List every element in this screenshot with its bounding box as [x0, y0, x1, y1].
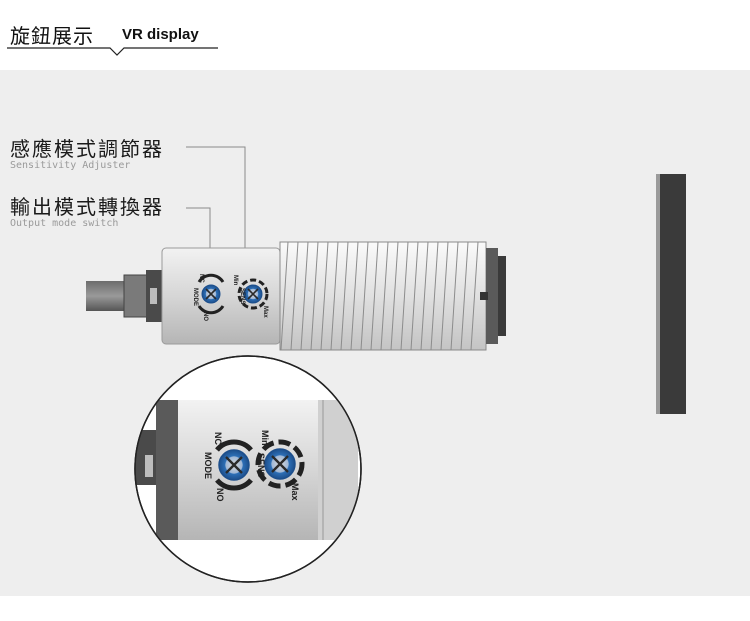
- output-leader-line: [186, 207, 211, 265]
- zoom-mode-label: MODE: [203, 452, 213, 479]
- page-header: 旋鈕展示 VR display: [0, 0, 750, 70]
- sensitivity-callout: 感應模式調節器 Sensitivity Adjuster: [10, 138, 164, 172]
- mode-dial-icon: [197, 273, 225, 315]
- title-underline: [7, 47, 218, 56]
- sensor-front-collar: [486, 248, 498, 344]
- section-title-english: VR display: [122, 26, 199, 43]
- sens-dial-icon: [237, 278, 269, 310]
- threaded-barrel: [279, 241, 487, 351]
- zoom-sens-label: SENS: [256, 453, 266, 478]
- product-stage: 感應模式調節器 Sensitivity Adjuster 輸出模式轉換器 Out…: [0, 70, 750, 596]
- small-no-label: NO: [202, 312, 208, 321]
- sensor-front-cap: [498, 256, 506, 336]
- zoom-min-label: Min: [260, 430, 270, 446]
- zoom-no-label: NO: [215, 488, 225, 502]
- output-label-zh: 輸出模式轉換器: [10, 195, 164, 219]
- sensor-rear-body: [161, 247, 281, 345]
- sensor-illustration: NC MODE NO Min SENS Max: [86, 146, 686, 583]
- small-mode-label: MODE: [192, 288, 198, 306]
- zoom-max-label: Max: [290, 483, 300, 501]
- detection-target-plate: [656, 174, 686, 414]
- small-nc-label: NC: [198, 274, 204, 283]
- sensor-cable: [86, 281, 126, 311]
- sensitivity-label-en: Sensitivity Adjuster: [10, 160, 131, 171]
- small-sens-label: SENS: [239, 288, 245, 304]
- small-min-label: Min: [232, 275, 238, 286]
- output-label-en: Output mode switch: [10, 218, 119, 229]
- zoom-detail: NC MODE NO Min SENS Max: [134, 355, 362, 583]
- small-max-label: Max: [262, 306, 268, 318]
- sensitivity-label-zh: 感應模式調節器: [10, 137, 164, 161]
- sensitivity-leader-line: [186, 146, 246, 260]
- section-title-chinese: 旋鈕展示: [10, 24, 94, 48]
- zoom-nc-label: NC: [213, 432, 223, 445]
- output-callout: 輸出模式轉換器 Output mode switch: [10, 196, 164, 230]
